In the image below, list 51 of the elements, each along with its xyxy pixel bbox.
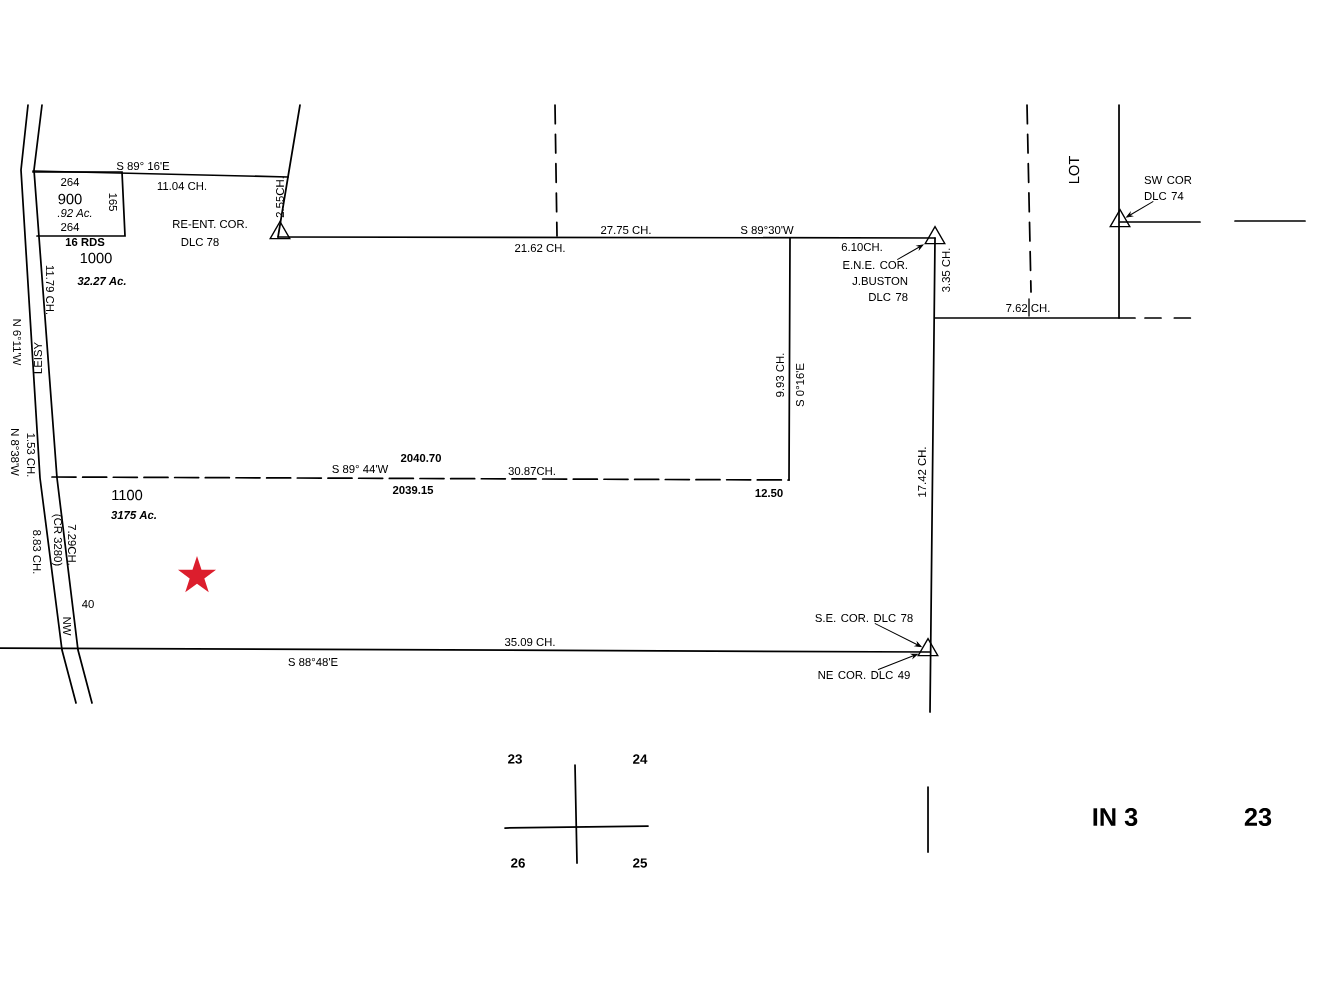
map-label: DLC 78 [181,238,219,246]
map-label: 25 [633,858,648,868]
map-label: 2039.15 [392,486,434,495]
map-label: 264 [61,178,80,186]
map-label: 900 [58,193,82,205]
map-label: 27.75 CH. [601,226,651,234]
map-label: S 88°48'E [288,658,338,666]
callout-text: S.E. COR. DLC 78 [815,614,913,622]
map-label: NW [63,617,71,636]
map-label: (CR 3280) [51,514,63,566]
map-label: S 89° 44'W [332,465,389,473]
map-label: LOT [1068,156,1080,184]
map-label: 11.79 CH. [46,265,54,315]
map-label: 3.35 CH. [942,248,950,292]
map-label: S 89°30'W [740,226,794,234]
map-label: 7.62 CH. [1006,304,1050,312]
map-label: 11.04 CH. [157,182,207,190]
map-label: 8.83 CH. [33,530,41,574]
map-label: 1100 [112,489,143,501]
callout-text: SW COR DLC 74 [1144,176,1192,200]
map-label: 40 [81,600,94,608]
map-label: N 6°11'W [13,319,21,366]
map-label: 24 [633,754,648,764]
map-label: 23 [508,754,522,764]
map-label: 23 [1244,808,1272,826]
callout-text: E.N.E. COR. J.BUSTON DLC 78 [843,261,908,301]
map-label: RE-ENT. COR. [173,220,247,228]
map-label: S 89° 16'E [116,162,170,170]
map-label: 26 [511,858,525,868]
map-label: N 8°38'W [11,429,19,476]
map-label: 35.09 CH. [504,638,555,646]
map-label: 21.62 CH. [515,244,565,252]
map-label: 30.87CH. [508,467,555,475]
map-label: 3175 Ac. [111,511,156,519]
map-label: 16 RDS [65,238,105,246]
map-label: LEISY [34,342,42,374]
map-label: IN 3 [1093,808,1138,826]
map-label: 7.29CH. [68,524,76,565]
map-label: 2040.70 [400,454,441,462]
map-label: 1000 [80,252,112,264]
map-label: .92 Ac. [57,209,92,217]
map-label: 264 [61,223,80,231]
map-label: 6.10CH. [841,243,882,251]
callout-text: NE COR. DLC 49 [818,671,910,679]
map-label: 165 [109,193,117,211]
map-label: 17.42 CH. [918,447,926,497]
map-label: 9.93 CH. [776,353,784,397]
map-label: 32.27 Ac. [77,277,126,285]
map-label: S 0°16'E [796,363,804,407]
map-label: 1.53 CH. [27,433,35,477]
map-label: 12.50 [755,489,783,497]
